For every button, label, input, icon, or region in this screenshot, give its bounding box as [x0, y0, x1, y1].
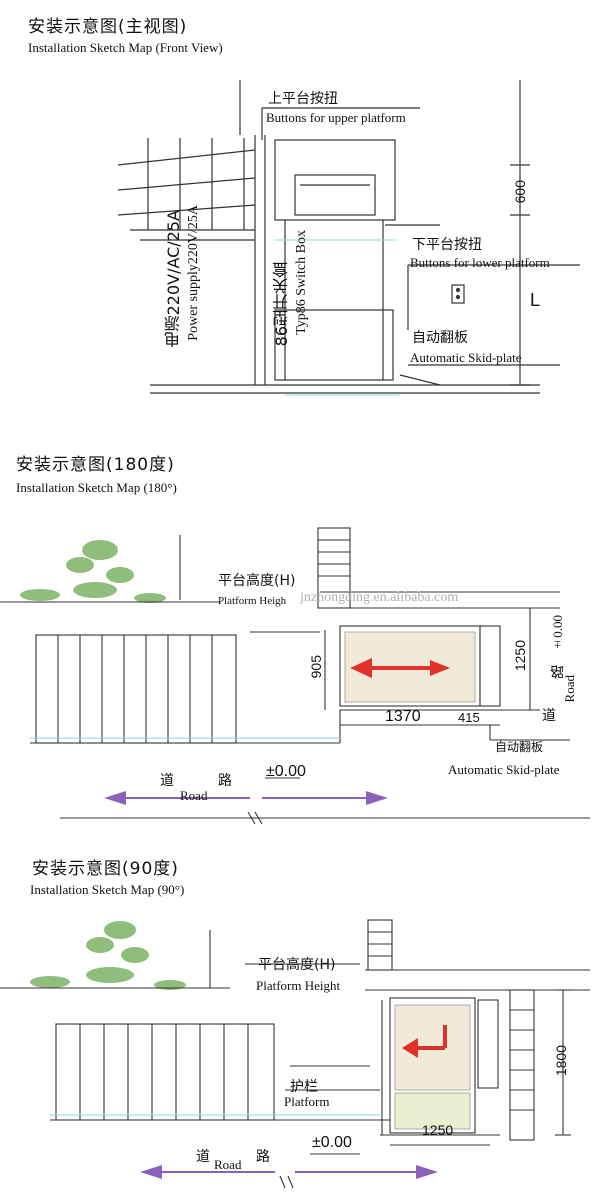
watermark-text: jnzhongding.en.alibaba.com	[300, 590, 459, 605]
road-label-en: Road	[180, 788, 208, 803]
dimension-905: 905	[308, 655, 324, 679]
dimension-L: L	[530, 290, 541, 310]
zero-label-vertical: ±0.00	[550, 615, 565, 653]
platform-height-label-en: Platform Heigh	[218, 595, 287, 607]
view-180-drawing	[0, 527, 590, 825]
dimension-1250-90: 1250	[422, 1122, 454, 1138]
road-label-90-zh-b: 路	[256, 1149, 270, 1165]
guardrail-label-zh: 护栏	[290, 1079, 318, 1095]
zero-level-label: ±0.00	[266, 763, 306, 780]
skid-plate-label-180-en: Automatic Skid-plate	[448, 762, 560, 777]
dimension-1250: 1250	[512, 640, 528, 672]
skid-plate-label-zh: 自动翻板	[412, 330, 468, 346]
view-90-title-zh: 安装示意图(90度)	[32, 859, 179, 879]
dimension-1370: 1370	[385, 708, 421, 725]
road-label-zh-b: 路	[218, 773, 232, 789]
platform-height-label-90-zh: 平台高度(H)	[258, 957, 336, 973]
front-view-section: 安装示意图(主视图) Installation Sketch Map (Fron…	[0, 0, 600, 410]
view-90-section: 安装示意图(90度) Installation Sketch Map (90°)	[0, 850, 600, 1200]
switch-box-label-en: Typ86 Switch Box	[294, 230, 309, 335]
platform-height-label-zh: 平台高度(H)	[218, 573, 296, 589]
upper-button-label-zh: 上平台按扭	[268, 91, 338, 107]
power-supply-label-en: Power supply220V/25A	[186, 205, 201, 341]
road-label-vertical-en: Road	[562, 675, 577, 703]
zero-level-label-90: ±0.00	[312, 1134, 352, 1151]
view-90-drawing	[0, 919, 590, 1189]
road-label-zh-a: 道	[160, 773, 174, 789]
road-label-90-en: Road	[214, 1157, 242, 1172]
view-90-title-en: Installation Sketch Map (90°)	[30, 882, 185, 897]
lower-button-label-zh: 下平台按扭	[412, 237, 482, 253]
front-view-title-zh: 安装示意图(主视图)	[28, 17, 188, 37]
front-view-drawing	[117, 80, 580, 396]
skid-plate-label-180-zh: 自动翻板	[495, 740, 544, 754]
upper-button-label-en: Buttons for upper platform	[266, 110, 406, 125]
view-180-title-en: Installation Sketch Map (180°)	[16, 480, 177, 495]
dimension-415: 415	[458, 710, 480, 725]
road-label-vertical-zh-2: 道	[542, 708, 556, 724]
view-180-section: 安装示意图(180度) Installation Sketch Map (180…	[0, 440, 600, 840]
guardrail-label-en: Platform	[284, 1094, 330, 1109]
dimension-1800: 1800	[553, 1045, 569, 1077]
switch-box-label-zh: 86型开关盒	[272, 262, 291, 347]
view-180-title-zh: 安装示意图(180度)	[16, 455, 175, 475]
skid-plate-label-en: Automatic Skid-plate	[410, 350, 522, 365]
power-supply-label-zh: 电源220V/AC/25A	[164, 210, 183, 348]
platform-height-label-90-en: Platform Height	[256, 978, 341, 993]
dimension-600: 600	[512, 180, 528, 204]
lower-button-label-en: Buttons for lower platform	[410, 255, 550, 270]
road-label-90-zh-a: 道	[196, 1149, 210, 1165]
front-view-title-en: Installation Sketch Map (Front View)	[28, 40, 223, 55]
